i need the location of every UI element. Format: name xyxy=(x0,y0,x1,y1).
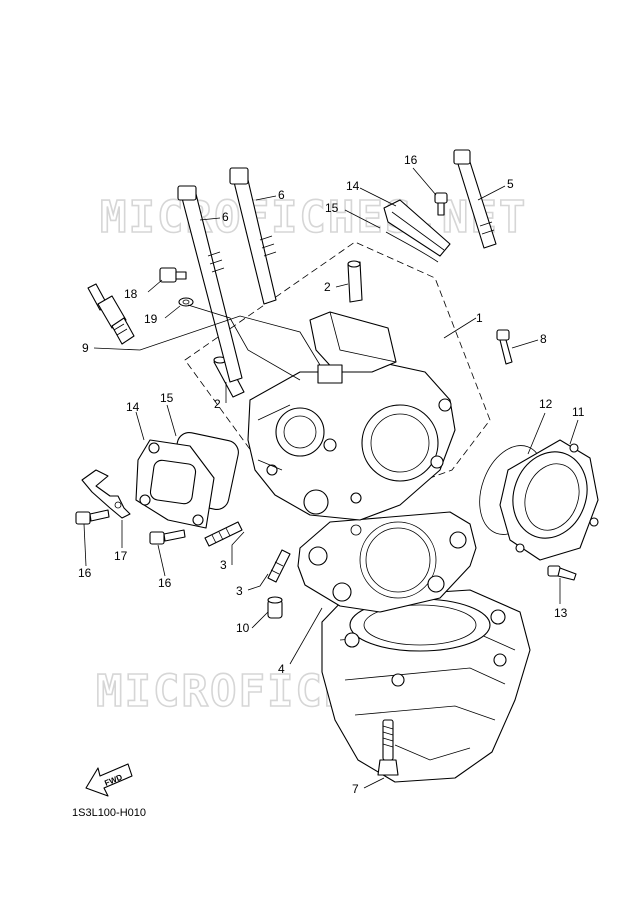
cylinder-block xyxy=(321,589,531,783)
callout-8: 8 xyxy=(540,332,547,346)
callout-4: 4 xyxy=(278,662,285,676)
callout-13: 13 xyxy=(554,606,568,620)
bolt-8 xyxy=(496,329,513,365)
callout-17: 17 xyxy=(114,549,128,563)
valve-cover-top xyxy=(383,199,451,263)
bolt-13 xyxy=(547,565,577,581)
callout-11: 11 xyxy=(572,405,585,419)
callout-2-top: 2 xyxy=(324,280,331,294)
callout-12: 12 xyxy=(539,397,553,411)
bolt-16-top xyxy=(434,192,448,216)
bolt-16-mid xyxy=(149,529,186,545)
stud-bolt xyxy=(377,719,399,776)
callout-7: 7 xyxy=(352,782,359,796)
callout-3-upper: 3 xyxy=(220,558,227,572)
dowel-pin xyxy=(267,596,283,619)
head-bolt xyxy=(177,167,277,383)
cylinder-head xyxy=(247,311,456,521)
callout-19: 19 xyxy=(144,312,158,326)
fwd-arrow-icon: FWD xyxy=(85,763,133,797)
bolt-16-left xyxy=(75,509,110,525)
valve-cover-left xyxy=(135,432,239,529)
callout-16-left: 16 xyxy=(78,566,92,580)
stud xyxy=(204,521,291,583)
callout-6-right: 6 xyxy=(278,188,285,202)
callout-16-top: 16 xyxy=(404,153,418,167)
leader-lines xyxy=(83,167,579,789)
valve-guide xyxy=(213,260,363,398)
callout-2-left: 2 xyxy=(214,397,221,411)
callout-9: 9 xyxy=(82,341,89,355)
long-bolt xyxy=(453,149,497,249)
callout-18: 18 xyxy=(124,287,138,301)
valve-cover-right xyxy=(479,439,599,561)
callout-10: 10 xyxy=(236,621,250,635)
callout-14-top: 14 xyxy=(346,179,360,193)
watermark-top: MICROFICHES.NET xyxy=(100,192,527,243)
spark-plug xyxy=(87,283,135,345)
diagram-code: 1S3L100-H010 xyxy=(72,807,146,819)
bracket xyxy=(81,469,131,519)
callout-15-top: 15 xyxy=(325,201,339,215)
callout-5: 5 xyxy=(507,177,514,191)
bolt-18 xyxy=(159,267,187,283)
callout-3-lower: 3 xyxy=(236,584,243,598)
washer-19 xyxy=(178,297,194,307)
callout-14-left: 14 xyxy=(126,400,140,414)
callout-15-left: 15 xyxy=(160,391,174,405)
callout-6-left: 6 xyxy=(222,210,229,224)
callout-1: 1 xyxy=(476,311,483,325)
callout-16-mid: 16 xyxy=(158,576,172,590)
callout-labels: 1 2 2 3 3 4 5 6 6 7 8 9 10 11 12 13 14 1… xyxy=(78,153,585,796)
head-gasket xyxy=(297,511,477,613)
